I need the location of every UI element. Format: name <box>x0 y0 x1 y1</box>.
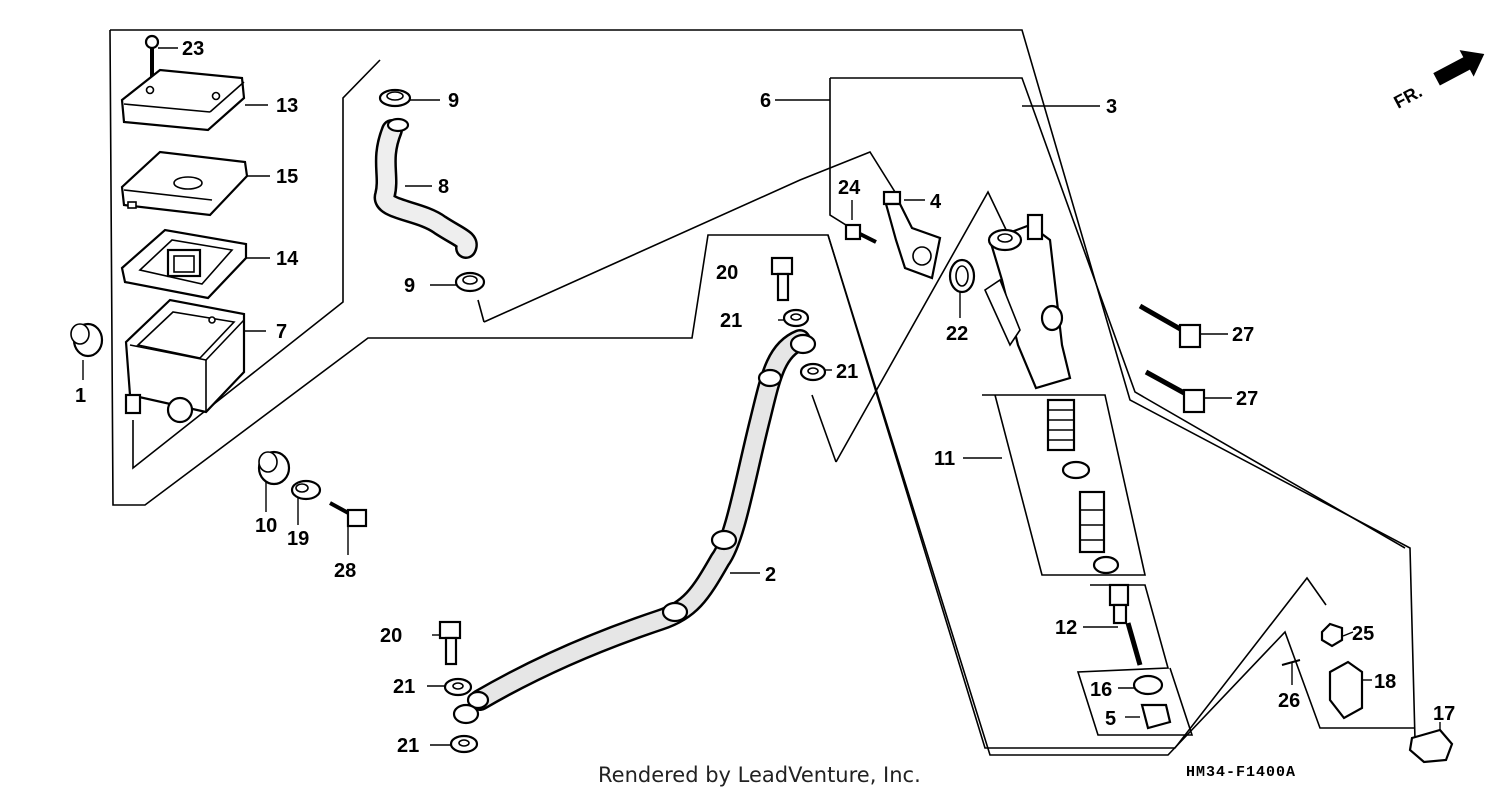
front-arrow-icon <box>1433 50 1485 86</box>
part-11-spring-kit <box>1046 398 1120 575</box>
part-14-diaphragm <box>120 228 248 300</box>
part-21-washer-a <box>782 308 810 328</box>
front-direction-indicator: FR. <box>1390 50 1485 112</box>
part-28-bolt <box>329 501 368 528</box>
callout-11: 11 <box>934 448 955 470</box>
part-12-push-rod <box>1108 583 1143 666</box>
part-9-clamp-upper <box>378 88 412 108</box>
callout-8: 8 <box>438 176 449 198</box>
callout-22: 22 <box>946 323 968 345</box>
part-26-cotter-pin <box>1281 659 1301 666</box>
callout-9-upper: 9 <box>448 90 459 112</box>
callout-20-upper: 20 <box>716 262 738 284</box>
callout-27-upper: 27 <box>1232 324 1254 346</box>
callout-21-d: 21 <box>397 735 419 757</box>
part-20-banjo-bolt-upper <box>770 256 794 302</box>
part-7-reservoir <box>124 298 246 424</box>
part-23-screw <box>144 34 160 78</box>
callout-labels: 1 2 3 4 5 6 7 8 9 9 10 11 12 13 14 15 16… <box>75 38 1455 757</box>
part-21-washer-d <box>449 734 479 754</box>
part-21-washer-c <box>443 677 473 697</box>
part-5-boot <box>1140 703 1172 730</box>
callout-9-lower: 9 <box>404 275 415 297</box>
part-15-plate <box>120 150 249 217</box>
callout-25: 25 <box>1352 623 1374 645</box>
part-9-clamp-lower <box>454 271 486 293</box>
part-13-cap <box>120 68 246 132</box>
part-27-bolt-lower <box>1144 369 1206 414</box>
callout-12: 12 <box>1055 617 1077 639</box>
callout-2: 2 <box>765 564 776 586</box>
part-16-circlip <box>1132 674 1164 696</box>
part-17-cap <box>1408 728 1454 764</box>
group-frames <box>109 29 1416 756</box>
part-20-banjo-bolt-lower <box>438 620 462 666</box>
front-label: FR. <box>1390 81 1425 112</box>
callout-16: 16 <box>1090 679 1112 701</box>
part-19-collar <box>290 479 322 501</box>
part-4-joint <box>882 190 942 280</box>
callout-28: 28 <box>334 560 356 582</box>
callout-18: 18 <box>1374 671 1396 693</box>
callout-15: 15 <box>276 166 298 188</box>
part-21-washer-b <box>799 362 827 382</box>
part-25-nut <box>1320 622 1344 648</box>
callout-10: 10 <box>255 515 277 537</box>
footer-credit: Rendered by LeadVenture, Inc. <box>598 763 921 787</box>
callout-21-c: 21 <box>393 676 415 698</box>
part-master-cylinder-body <box>983 213 1072 390</box>
part-18-clevis <box>1328 660 1364 720</box>
part-21-fitting <box>452 703 480 725</box>
part-24-bolt <box>844 223 877 244</box>
diagram-code: HM34-F1400A <box>1186 764 1297 781</box>
part-27-bolt-upper <box>1138 303 1202 349</box>
callout-6: 6 <box>760 90 771 112</box>
callout-24: 24 <box>838 177 861 199</box>
callout-4: 4 <box>930 191 942 213</box>
part-8-hose <box>373 117 478 259</box>
callout-19: 19 <box>287 528 309 550</box>
callout-23: 23 <box>182 38 204 60</box>
callout-20-lower: 20 <box>380 625 402 647</box>
part-22-o-ring <box>948 258 976 294</box>
callout-1: 1 <box>75 385 86 407</box>
callout-17: 17 <box>1433 703 1455 725</box>
callout-26: 26 <box>1278 690 1300 712</box>
part-1-grommet <box>70 322 104 358</box>
callout-21-b: 21 <box>836 361 858 383</box>
part-10-grommet <box>257 450 291 486</box>
callout-13: 13 <box>276 95 298 117</box>
callout-21-a: 21 <box>720 310 742 332</box>
callout-3: 3 <box>1106 96 1117 118</box>
callout-27-lower: 27 <box>1236 388 1258 410</box>
callout-14: 14 <box>276 248 299 270</box>
callout-7: 7 <box>276 321 287 343</box>
part-2-brake-hose <box>466 329 817 711</box>
callout-5: 5 <box>1105 708 1116 730</box>
